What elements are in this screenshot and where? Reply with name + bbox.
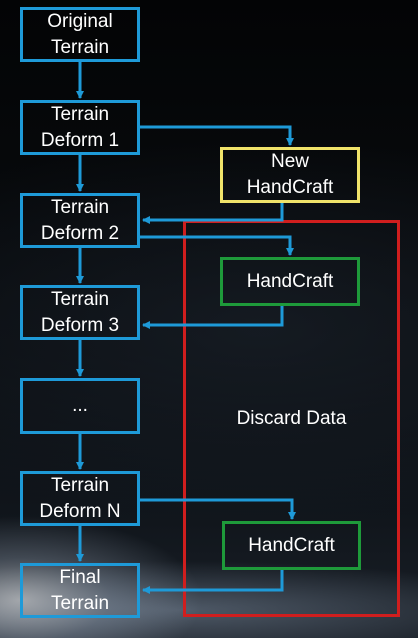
handcraft-label-2: HandCraft [246, 270, 334, 292]
ellipsis-box: ... [20, 378, 140, 434]
terrain-deform-2-box: Terrain Deform 2 [20, 193, 140, 248]
discard-data-region [183, 220, 400, 617]
new-handcraft-label: New HandCraft [246, 151, 334, 198]
arrow-deform2-to-handcraft [140, 235, 294, 256]
discard-data-label: Discard Data [236, 408, 347, 429]
arrow-deformn-to-handcraft-n [140, 498, 296, 520]
new-handcraft-box: New HandCraft [220, 147, 360, 203]
terrain-deform-n-label: Terrain Deform N [39, 474, 121, 522]
terrain-deform-1-box: Terrain Deform 1 [20, 100, 140, 155]
final-terrain-box: Final Terrain [20, 563, 140, 618]
arrow-handcraft-n-to-final [142, 570, 284, 594]
original-terrain-box: Original Terrain [20, 7, 140, 62]
final-terrain-label: Final Terrain [50, 566, 110, 614]
terrain-deform-1-label: Terrain Deform 1 [40, 103, 120, 151]
arrow-new-handcraft-to-deform2 [142, 203, 284, 224]
arrow-deform1-to-new-handcraft [140, 125, 294, 146]
handcraft-box-2: HandCraft [220, 257, 360, 306]
terrain-deform-2-label: Terrain Deform 2 [40, 196, 120, 244]
terrain-deform-n-box: Terrain Deform N [20, 471, 140, 526]
terrain-deform-3-label: Terrain Deform 3 [40, 288, 120, 336]
ellipsis-label: ... [72, 395, 88, 416]
arrow-handcraft-to-deform3 [142, 306, 284, 329]
handcraft-box-n: HandCraft [222, 521, 361, 570]
terrain-deform-3-box: Terrain Deform 3 [20, 285, 140, 340]
original-terrain-label: Original Terrain [47, 10, 113, 58]
handcraft-label-n: HandCraft [248, 534, 335, 556]
